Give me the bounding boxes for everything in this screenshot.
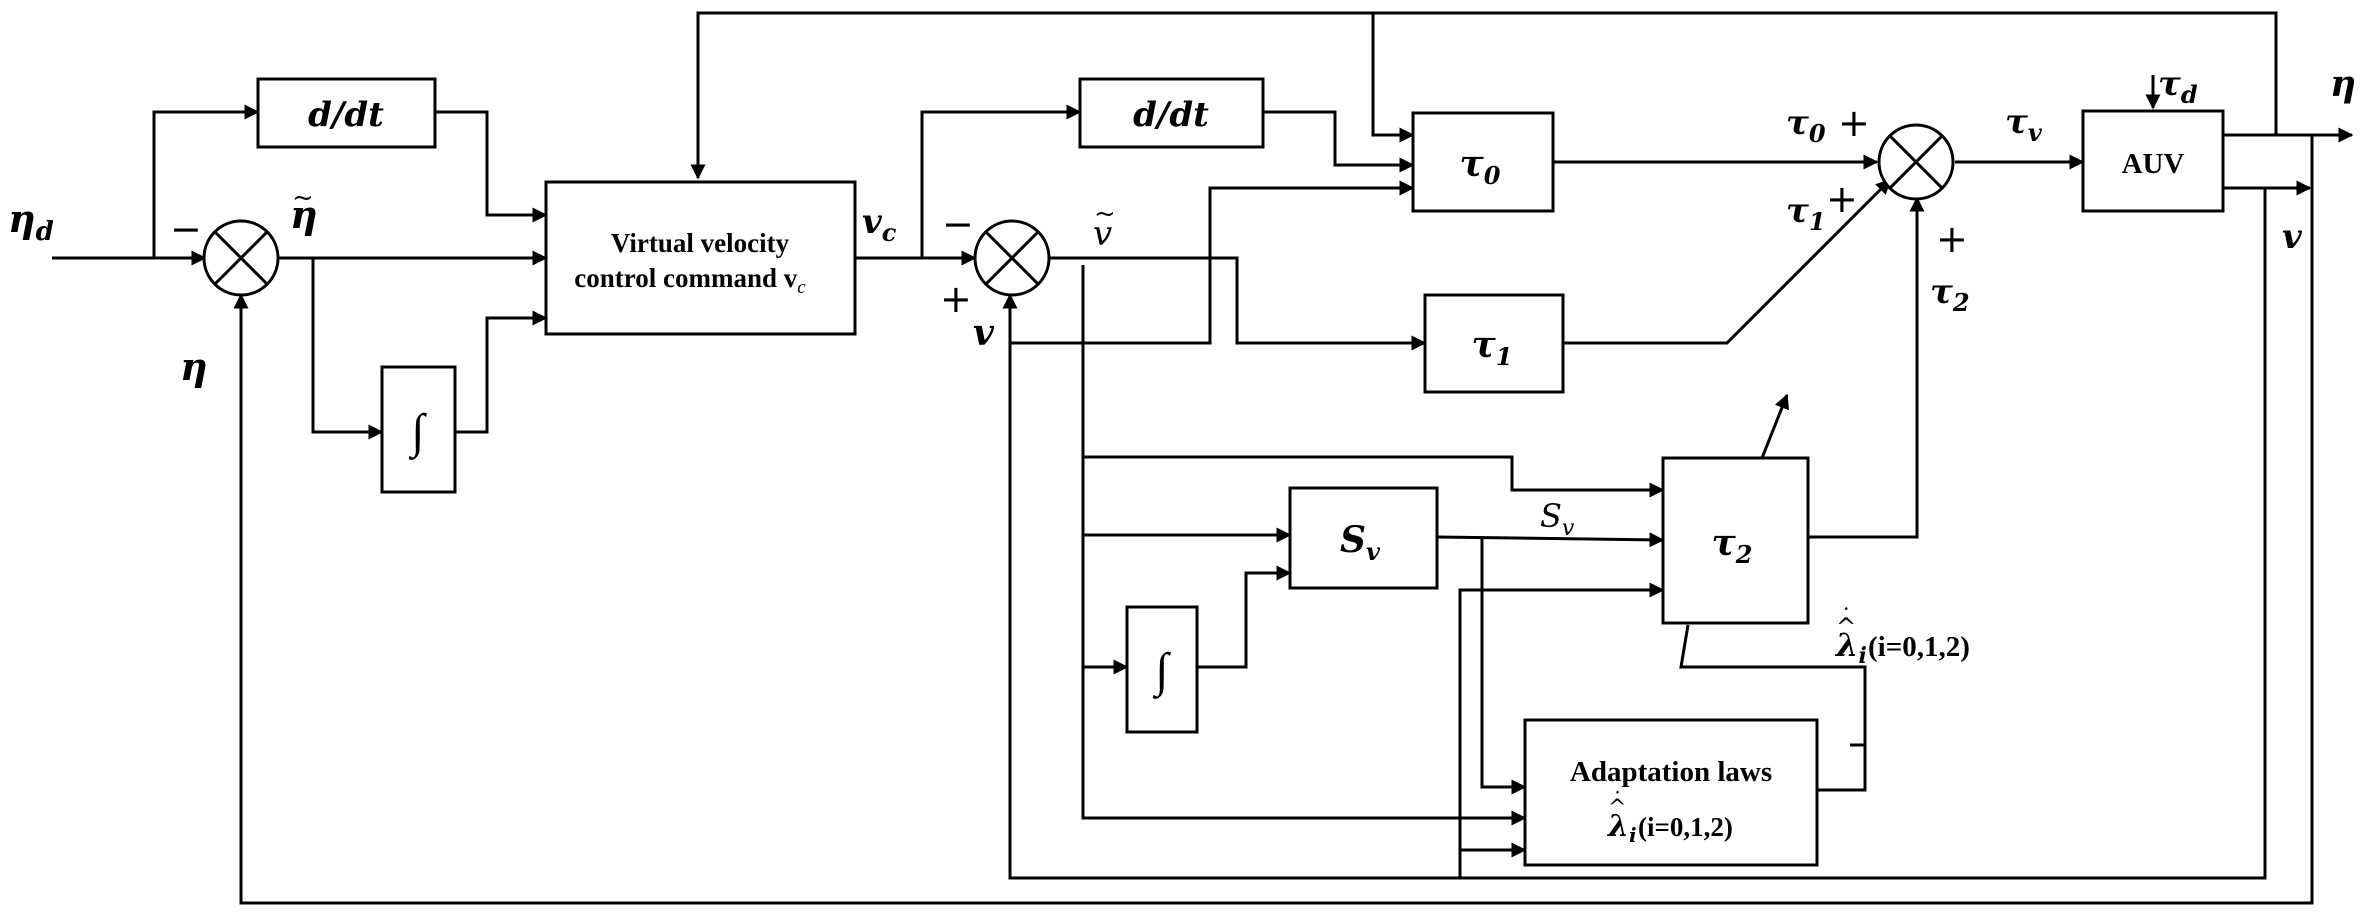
eta-tilde-label: η [290,192,318,237]
virtual-velocity-line1: Virtual velocity [611,228,790,258]
signal-labels: ηd − η ~ η vc − + v ~ v τ0 + τ1 + + τ2 τ… [8,63,2356,669]
nu-feedback-label: v [973,312,995,354]
s-v-sub: v [1366,537,1381,566]
tau2-label: τ [1712,522,1737,564]
adaptation-laws-block: Adaptation laws λi ˙ ^ (i=0,1,2) [1523,718,1819,867]
tau1-block: τ1 [1423,293,1565,394]
tau1-label: τ [1472,324,1497,366]
adaptation-line2: (i=0,1,2) [1638,812,1733,842]
svg-text:τd: τd [2158,64,2198,109]
svg-text:vc: vc [862,202,897,247]
s-v-block: Sv [1288,486,1439,590]
sum-junction-2 [973,219,1051,297]
svg-text:d/dt: d/dt [308,95,384,135]
svg-text:τ2: τ2 [1930,272,1970,317]
sum3-plus-tau1: + [1826,177,1858,221]
svg-text:Sv: Sv [1340,519,1381,566]
svg-text:ηd: ηd [8,196,54,247]
lambda-accent-hat: ^ [1836,613,1856,641]
sum3-plus-tau0: + [1838,101,1870,145]
v-c-label: v [862,202,883,242]
svg-text:λi: λi [1834,626,1867,669]
nu-tilde-label: v [1093,214,1112,254]
eta-tilde-accent: ~ [292,183,314,213]
auv-label: AUV [2122,148,2185,180]
v-c-sub: c [882,218,897,247]
signal-wires [52,11,2354,905]
svg-text:d/dt: d/dt [1133,95,1209,135]
svg-text:control command vc: control command vc [574,263,806,298]
adaptation-line1: Adaptation laws [1570,756,1772,788]
s-v-line-label: S [1540,497,1562,535]
tau-d-sub: d [2181,80,2198,109]
tau1-sub: 1 [1496,342,1513,371]
tau2-in-sub: 2 [1952,288,1970,317]
sum2-minus: − [942,202,974,246]
sum-junction-3 [1877,123,1955,201]
tau0-in-label: τ [1786,103,1809,143]
integral-inner-label: ∫ [1152,644,1171,699]
svg-text:τ0: τ0 [1460,143,1501,190]
integral-outer-block: ∫ [380,365,457,494]
svg-text:τ2: τ2 [1712,522,1753,569]
deriv-inner-block: d/dt [1078,77,1265,149]
nu-tilde-accent: ~ [1094,199,1116,229]
tau0-in-sub: 0 [1809,119,1826,148]
svg-text:τv: τv [2005,102,2043,147]
tau-d-label: τ [2158,64,2181,104]
adaptation-lambda: λ [1606,809,1629,844]
lambda-range-label: (i=0,1,2) [1868,631,1970,663]
sum-junction-1 [202,219,280,297]
tau-v-label: τ [2005,102,2028,142]
svg-text:τ0: τ0 [1786,103,1826,148]
adaptation-lambda-hat: ^ [1608,796,1626,821]
s-v-line-sub: v [1562,516,1575,541]
sum1-minus: − [170,207,202,251]
tau1-in-label: τ [1786,191,1809,231]
svg-text:τ1: τ1 [1786,191,1826,236]
tau-v-sub: v [2028,118,2043,147]
auv-block: AUV [2081,109,2225,213]
integral-outer-label: ∫ [408,405,427,460]
eta-d-label: η [8,196,36,241]
deriv-inner-label: d/dt [1133,95,1209,135]
deriv-outer-label: d/dt [308,95,384,135]
eta-d-sub: d [36,217,54,247]
tau2-block: τ2 [1661,456,1810,625]
tau0-sub: 0 [1484,161,1501,190]
nu-out-label: v [2282,217,2303,257]
lambda-accent-dot: ˙ [1838,604,1850,632]
tau2-sub: 2 [1735,540,1753,569]
deriv-outer-block: d/dt [256,77,437,149]
tau0-block: τ0 [1411,111,1555,213]
sum3-plus-tau2: + [1936,217,1968,261]
lambda-label: λ [1834,626,1858,664]
svg-text:τ1: τ1 [1472,324,1513,371]
integral-inner-block: ∫ [1125,605,1199,734]
svg-text:Sv: Sv [1540,497,1575,541]
adaptation-lambda-accent: ˙ [1610,789,1621,814]
virtual-velocity-line2: control command v [574,263,797,293]
tau1-in-sub: 1 [1809,207,1826,236]
eta-feedback-label: η [180,344,208,389]
adaptation-lambda-sub: i [1629,823,1637,847]
tau2-in-label: τ [1930,272,1953,312]
tau0-label: τ [1460,143,1485,185]
virtual-velocity-block: Virtual velocity control command vc [544,180,857,336]
eta-out-label: η [2330,63,2356,105]
sum2-plus: + [940,277,972,321]
lambda-sub: i [1858,643,1866,669]
svg-text:λi: λi [1606,809,1637,847]
s-v-label: S [1340,519,1366,561]
virtual-velocity-sub: c [797,277,806,298]
